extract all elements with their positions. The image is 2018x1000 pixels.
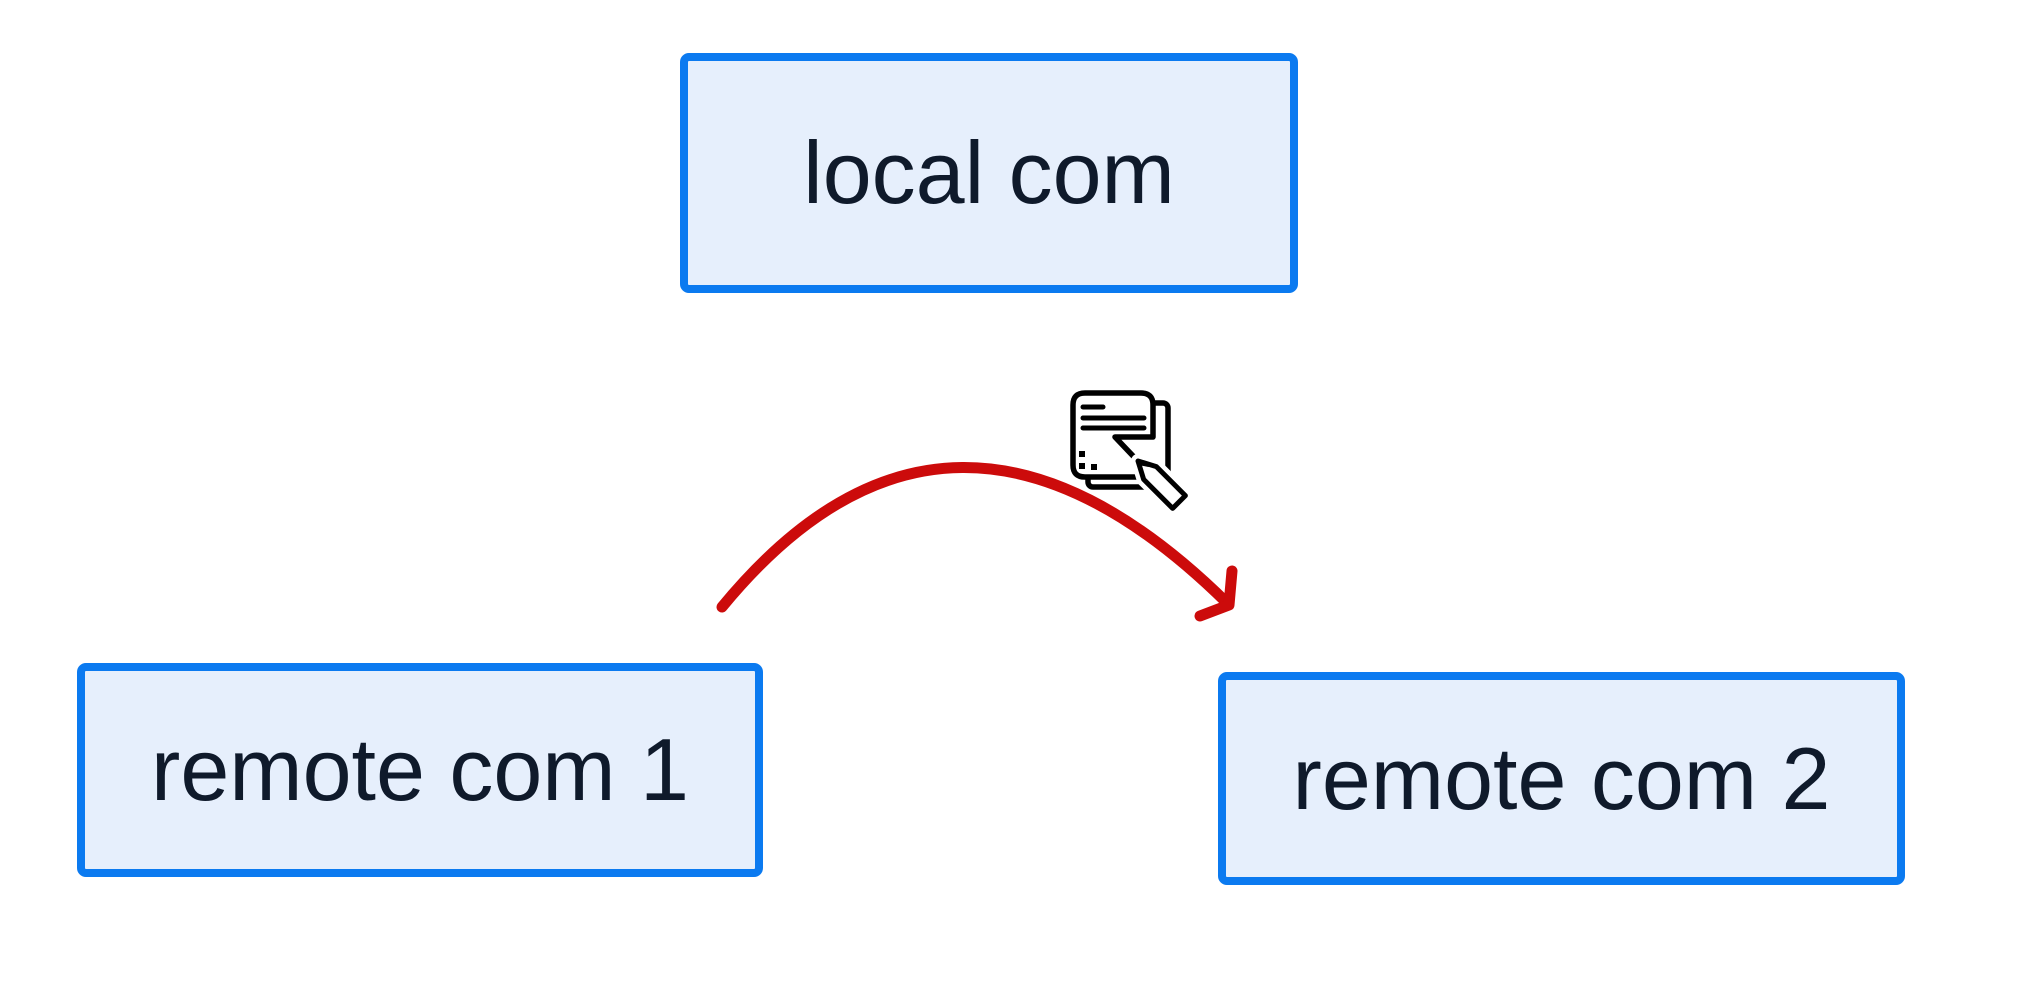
document-edit-icon [1070,390,1193,516]
node-local-com: local com [680,53,1298,293]
doc-dot [1091,464,1097,470]
node-label: remote com 2 [1292,728,1831,828]
doc-dot [1079,463,1085,469]
arrow-arc [716,462,1233,613]
node-label: remote com 1 [151,720,689,819]
pencil-icon [1131,454,1193,516]
transfer-arrow [716,462,1238,622]
pencil-body [1135,458,1188,511]
arrow-head [1194,565,1238,622]
document-sheet [1070,390,1156,480]
node-remote-com-2: remote com 2 [1218,672,1905,885]
pencil-halo [1131,454,1193,516]
node-remote-com-1: remote com 1 [77,663,763,877]
doc-dot [1079,451,1085,457]
node-label: local com [803,123,1175,222]
back-sheet [1085,400,1171,490]
pencil-tip-mark [1137,461,1151,467]
